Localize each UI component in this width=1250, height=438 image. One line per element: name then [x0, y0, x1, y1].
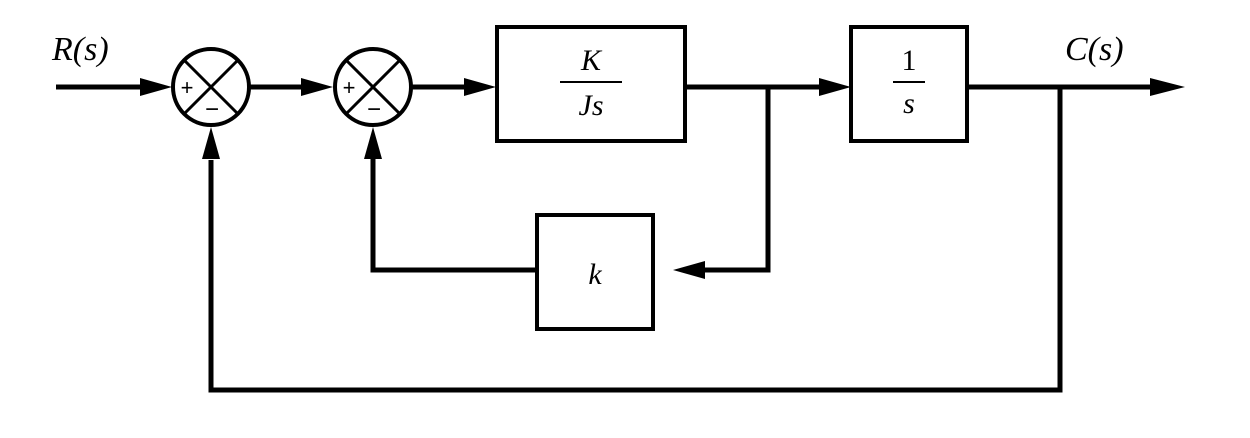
- output-signal-label: C(s): [1065, 31, 1124, 68]
- summing-junction-1: + −: [171, 47, 251, 127]
- plus-sign: +: [343, 75, 356, 100]
- feedback-gain-label: k: [588, 258, 602, 291]
- arrow-up-into-sum2: [364, 127, 382, 159]
- summing-junction-2: + −: [333, 47, 413, 127]
- forward-gain-numerator: K: [580, 44, 603, 77]
- arrow-into-feedback-block: [673, 261, 705, 279]
- minus-sign: −: [205, 96, 219, 123]
- outer-feedback-wire: [208, 87, 1063, 393]
- arrow-into-integrator-block: [819, 78, 851, 96]
- arrow-into-forward-block: [464, 78, 496, 96]
- arrow-into-sum2: [301, 78, 333, 96]
- inner-feedback-tap-wire: [693, 87, 771, 273]
- feedback-gain-block: k: [535, 213, 655, 331]
- input-signal-label: R(s): [51, 31, 109, 68]
- integrator-numerator: 1: [902, 44, 917, 77]
- arrow-output: [1150, 78, 1185, 96]
- forward-gain-block: K Js: [495, 25, 687, 143]
- plus-sign: +: [181, 75, 194, 100]
- arrowheads: [140, 78, 1185, 279]
- minus-sign: −: [367, 96, 381, 123]
- arrow-up-into-sum1: [202, 127, 220, 159]
- integrator-block: 1 s: [849, 25, 969, 143]
- forward-gain-denominator: Js: [579, 89, 604, 122]
- inner-feedback-return-wire: [370, 150, 537, 273]
- signal-wires: [56, 84, 1165, 393]
- arrow-into-sum1: [140, 78, 172, 96]
- integrator-denominator: s: [903, 87, 915, 120]
